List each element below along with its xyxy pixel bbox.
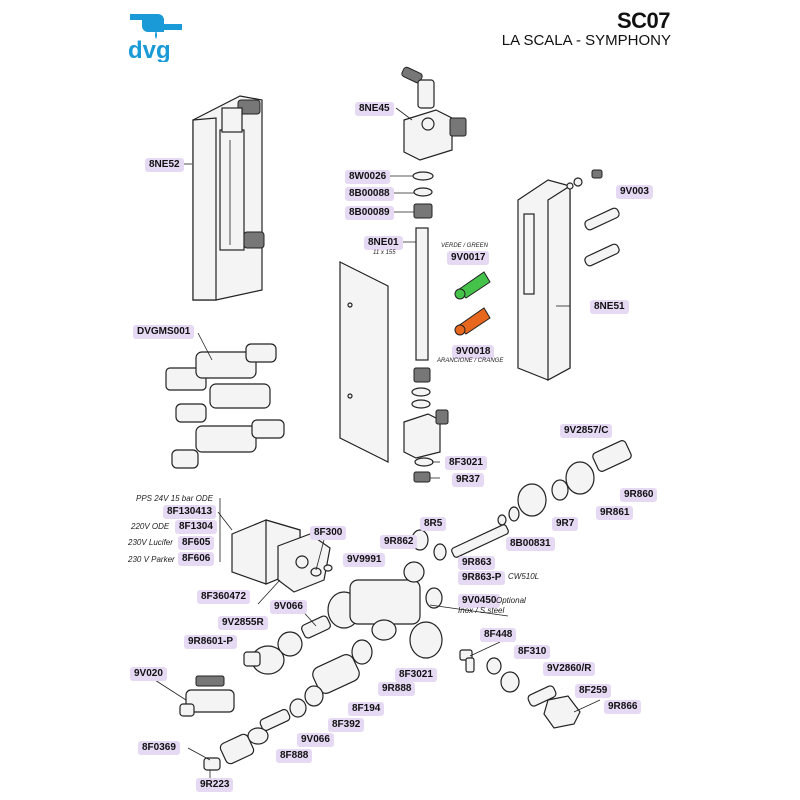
note-inox: Inox / S.steel <box>458 606 505 615</box>
label-9v020: 9V020 <box>130 667 167 681</box>
label-9r860: 9R860 <box>620 488 658 502</box>
part-8ne51-bracket <box>517 179 571 382</box>
label-8f130413: 8F130413 <box>163 505 217 519</box>
label-9r861: 9R861 <box>596 506 634 520</box>
label-8ne52: 8NE52 <box>145 158 184 172</box>
part-lower-stack <box>403 367 449 483</box>
label-9r37: 9R37 <box>452 473 484 487</box>
part-9v020-ball-valve <box>179 675 235 717</box>
label-8f259: 8F259 <box>575 684 612 698</box>
model-code: SC07 <box>616 8 671 33</box>
label-8f360472: 8F360472 <box>197 590 251 604</box>
label-9v9991: 9V9991 <box>343 553 386 567</box>
label-8r5: 8R5 <box>420 517 447 531</box>
note-optional: Optional <box>496 596 526 605</box>
label-9v2860r: 9V2860/R <box>543 662 596 676</box>
part-washers-stack <box>412 171 434 219</box>
part-9v2857c-assembly <box>497 440 632 526</box>
label-8f1304: 8F1304 <box>175 520 217 534</box>
logo-text: dvg <box>128 37 171 62</box>
part-8r5-piston <box>411 524 509 561</box>
label-8f448: 8F448 <box>480 628 517 642</box>
label-8f3021-lower: 8F3021 <box>395 668 437 682</box>
part-8ne45 <box>401 66 467 161</box>
note-cw510l: CW510L <box>508 572 540 581</box>
label-8f605: 8F605 <box>178 536 215 550</box>
label-9v0018: 9V0018 <box>452 345 495 359</box>
label-9v003: 9V003 <box>616 185 653 199</box>
label-9r863: 9R863 <box>458 556 496 570</box>
label-9r888: 9R888 <box>378 682 416 696</box>
part-9v003-pins <box>566 169 620 267</box>
label-dvgms001: DVGMS001 <box>133 325 195 339</box>
label-8f888: 8F888 <box>276 749 313 763</box>
note-pps24v: PPS 24V 15 bar ODE <box>136 494 213 503</box>
part-8f448-group <box>459 649 581 729</box>
label-8f392: 8F392 <box>328 718 365 732</box>
part-lower-chain <box>203 685 324 771</box>
label-8w0026: 8W0026 <box>345 170 391 184</box>
note-220v: 220V ODE <box>131 522 170 531</box>
part-9r888-body <box>312 639 373 694</box>
part-central-body <box>327 561 443 659</box>
part-spring-upper <box>277 615 331 657</box>
label-9v0017: 9V0017 <box>447 251 490 265</box>
part-9v0018-orange <box>454 307 491 336</box>
label-8f310: 8F310 <box>514 645 551 659</box>
label-8f300: 8F300 <box>310 526 347 540</box>
label-9v2857c: 9V2857/C <box>560 424 613 438</box>
note-230v-lucifer: 230V Lucifer <box>128 538 173 547</box>
label-8ne01: 8NE01 <box>364 236 403 250</box>
note-230v-parker: 230 V Parker <box>128 555 175 564</box>
label-9v066-upper: 9V066 <box>270 600 307 614</box>
label-8f606: 8F606 <box>178 552 215 566</box>
label-8f0369: 8F0369 <box>138 741 180 755</box>
part-8ne52-bracket <box>192 95 265 301</box>
note-dimension: 11 x 155 <box>373 250 396 256</box>
part-9v0017-green <box>454 271 491 300</box>
dvg-logo: dvg <box>126 8 190 67</box>
label-9r8601-p: 9R8601-P <box>184 635 238 649</box>
part-dvgms001-manifold <box>165 343 285 469</box>
part-glass-plate <box>339 261 389 463</box>
label-8f3021-upper: 8F3021 <box>445 456 487 470</box>
label-9r866: 9R866 <box>604 700 642 714</box>
part-8ne01-tube <box>415 227 429 361</box>
label-9r7: 9R7 <box>552 517 579 531</box>
label-9v066-lower: 9V066 <box>297 733 334 747</box>
model-name: LA SCALA - SYMPHONY <box>501 32 671 49</box>
label-9r863-p: 9R863-P <box>458 571 506 585</box>
label-8f194: 8F194 <box>348 702 385 716</box>
part-9r8601p <box>243 645 285 675</box>
label-9v2855r: 9V2855R <box>218 616 268 630</box>
label-8ne51: 8NE51 <box>590 300 629 314</box>
label-8b00088: 8B00088 <box>345 187 394 201</box>
label-9r862: 9R862 <box>380 535 418 549</box>
note-verde: VERDE / GREEN <box>441 243 489 249</box>
label-8b00089: 8B00089 <box>345 206 394 220</box>
label-8b00831: 8B00831 <box>506 537 555 551</box>
label-9r223: 9R223 <box>196 778 234 792</box>
part-solenoid-coil <box>231 519 333 593</box>
note-arancione: ARANCIONE / CRANGE <box>437 358 504 364</box>
label-9v0450: 9V0450 <box>458 594 501 608</box>
label-8ne45: 8NE45 <box>355 102 394 116</box>
